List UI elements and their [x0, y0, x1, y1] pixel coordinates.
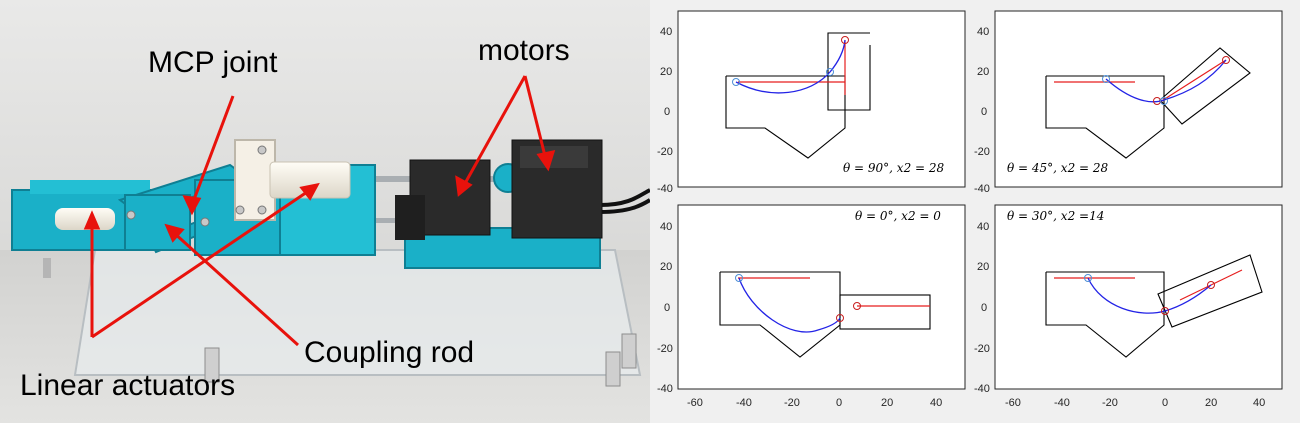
y-ticks: 40 20 0 -20 -40 [974, 26, 990, 195]
svg-text:40: 40 [930, 397, 942, 409]
y-ticks: 40 20 0 -20 -40 [657, 26, 673, 195]
svg-text:-20: -20 [974, 343, 990, 355]
svg-text:40: 40 [977, 221, 989, 233]
mechanism-drawing [1045, 47, 1251, 159]
svg-text:20: 20 [660, 66, 672, 78]
blue-curve [738, 277, 841, 333]
marker [836, 314, 844, 322]
y-ticks: 40 20 0 -20 -40 [974, 221, 990, 395]
marker [1161, 307, 1169, 315]
plot-panel-4: θ = 30°, x2 =14 40 20 0 -20 -40 -60 -40 … [974, 204, 1283, 409]
svg-text:20: 20 [977, 66, 989, 78]
red-line [1159, 59, 1227, 103]
marker [841, 36, 849, 44]
plot-annotation: θ = 30°, x2 =14 [1007, 209, 1104, 223]
marker [1160, 97, 1168, 105]
marker [826, 68, 834, 76]
blue-curve [1087, 277, 1212, 314]
actuator-frame-left-top [30, 180, 150, 194]
screw [126, 210, 136, 220]
marker [1222, 56, 1230, 64]
svg-text:-20: -20 [657, 146, 673, 158]
y-ticks: 40 20 0 -20 -40 [657, 221, 673, 395]
plot-panel-3: θ = 0°, x2 = 0 40 20 0 -20 -40 -60 -40 -… [657, 204, 966, 409]
svg-text:-40: -40 [974, 383, 990, 395]
screw [235, 205, 245, 215]
svg-text:-40: -40 [657, 383, 673, 395]
prototype-photo: MCP joint motors Coupling rod Linear act… [0, 0, 650, 423]
svg-text:-40: -40 [974, 183, 990, 195]
callout-motors: motors [478, 34, 570, 67]
svg-text:40: 40 [660, 26, 672, 38]
svg-text:-60: -60 [687, 397, 703, 409]
svg-text:40: 40 [660, 221, 672, 233]
svg-text:-20: -20 [974, 146, 990, 158]
callout-coupling-rod: Coupling rod [304, 336, 474, 369]
svg-text:0: 0 [664, 106, 670, 118]
plot-annotation: θ = 45°, x2 = 28 [1007, 161, 1109, 175]
svg-text:0: 0 [981, 302, 987, 314]
svg-text:-40: -40 [736, 397, 752, 409]
mechanism-drawing [1045, 254, 1263, 358]
svg-text:-60: -60 [1005, 397, 1021, 409]
x-ticks: -60 -40 -20 0 20 40 [687, 397, 942, 409]
svg-text:0: 0 [981, 106, 987, 118]
svg-text:-40: -40 [1054, 397, 1070, 409]
plot-panel-2: θ = 45°, x2 = 28 40 20 0 -20 -40 [974, 10, 1283, 195]
standoff [621, 333, 637, 369]
svg-text:-40: -40 [657, 183, 673, 195]
screw [257, 145, 267, 155]
svg-text:40: 40 [1253, 397, 1265, 409]
plot-panel-1: θ = 90°, x2 = 28 40 20 0 -20 -40 [657, 10, 966, 195]
blue-curve [735, 39, 846, 94]
mcp-block [124, 194, 191, 251]
screw [200, 217, 210, 227]
plot-annotation: θ = 90°, x2 = 28 [843, 161, 945, 175]
plot-annotation: θ = 0°, x2 = 0 [855, 209, 941, 223]
svg-text:-20: -20 [1102, 397, 1118, 409]
svg-text:20: 20 [881, 397, 893, 409]
marker [1207, 281, 1215, 289]
standoff [43, 258, 51, 278]
svg-text:20: 20 [660, 261, 672, 273]
screw [257, 205, 267, 215]
svg-text:40: 40 [977, 26, 989, 38]
kinematic-plots: θ = 90°, x2 = 28 40 20 0 -20 -40 θ = 45°… [650, 0, 1300, 423]
marker [853, 302, 861, 310]
standoff [605, 351, 621, 387]
mechanism-drawing [719, 271, 931, 358]
marker [1084, 274, 1092, 282]
marker [732, 78, 740, 86]
marker [1102, 75, 1110, 83]
marker [735, 274, 743, 282]
callout-arrows [83, 75, 556, 347]
svg-text:-20: -20 [784, 397, 800, 409]
svg-text:0: 0 [664, 302, 670, 314]
svg-text:0: 0 [836, 397, 842, 409]
x-ticks: -60 -40 -20 0 20 40 [1005, 397, 1265, 409]
svg-text:-20: -20 [657, 343, 673, 355]
callout-linear-actuators: Linear actuators [20, 369, 235, 402]
spacer-cylinder [55, 208, 115, 230]
svg-text:20: 20 [1205, 397, 1217, 409]
callout-mcp-joint: MCP joint [148, 46, 278, 79]
motor-cable [599, 188, 650, 207]
standoff [204, 347, 220, 383]
svg-text:20: 20 [977, 261, 989, 273]
motor-large-top [520, 146, 588, 168]
motor-cable [599, 198, 650, 214]
blue-curve [1105, 59, 1227, 103]
svg-text:0: 0 [1162, 397, 1168, 409]
motor-small-cap [395, 195, 425, 240]
